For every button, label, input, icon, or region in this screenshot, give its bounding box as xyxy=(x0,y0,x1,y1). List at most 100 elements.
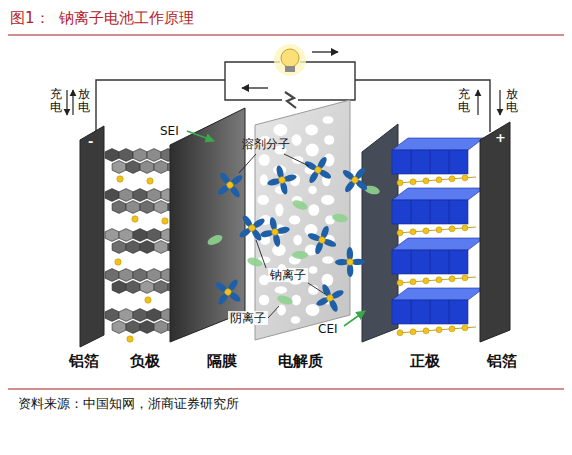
solvated-ion xyxy=(310,278,350,318)
sodium-ion xyxy=(436,177,442,183)
graphite-hexagon xyxy=(133,149,147,162)
sodium-ion xyxy=(117,176,123,182)
solvated-ion xyxy=(209,164,251,206)
part-label: 铝箔 xyxy=(69,352,99,370)
separator-pore xyxy=(305,125,318,136)
sodium-ion xyxy=(410,179,416,185)
graphite-hexagon xyxy=(140,321,154,334)
graphite-hexagon xyxy=(105,269,119,282)
source-note: 资料来源：中国知网，浙商证券研究所 xyxy=(18,396,239,411)
cathode-cell-line xyxy=(411,150,412,174)
solvated-ion xyxy=(264,162,300,198)
solvated-ion xyxy=(231,207,273,249)
graphite-hexagon xyxy=(147,309,161,322)
title-rule xyxy=(8,34,564,35)
sodium-ion xyxy=(449,176,455,182)
graphite-hexagon xyxy=(154,161,168,174)
cathode-cell-line xyxy=(449,250,450,274)
lightning-symbol xyxy=(285,92,296,108)
aluminium-foil xyxy=(80,126,104,347)
graphite-hexagon xyxy=(105,309,119,322)
sodium-ion xyxy=(397,280,403,286)
separator-pore xyxy=(322,274,334,286)
anion xyxy=(291,198,309,211)
separator-pore xyxy=(273,124,287,136)
sodium-ion xyxy=(147,178,153,184)
graphite-hexagon xyxy=(119,229,133,242)
anion xyxy=(292,251,308,259)
separator-pore xyxy=(260,174,268,186)
source-rule xyxy=(8,388,564,389)
sodium-ion xyxy=(326,294,335,303)
cathode-cell-line xyxy=(430,300,431,324)
sodium-ion xyxy=(223,287,232,296)
sei-label: SEI xyxy=(160,124,179,138)
sodium-ion xyxy=(462,175,468,181)
graphite-hexagon xyxy=(112,321,126,334)
solvated-ion xyxy=(207,271,249,313)
charge-label: 充电 xyxy=(50,88,62,114)
aluminium-foil xyxy=(480,122,510,342)
sodium-ion xyxy=(423,278,429,284)
graphite-hexagon xyxy=(126,161,140,174)
leader-line xyxy=(239,154,256,173)
graphite-hexagon xyxy=(126,281,140,294)
sodium-ion xyxy=(462,325,468,331)
sodium-ion xyxy=(462,225,468,231)
cathode-top xyxy=(392,188,484,200)
leader-line xyxy=(344,311,365,326)
graphite-hexagon xyxy=(126,241,140,254)
cathode-cell-line xyxy=(430,150,431,174)
part-label: 电解质 xyxy=(278,352,323,370)
separator-pore xyxy=(323,116,334,124)
anion-label: 阴离子 xyxy=(228,311,268,325)
direction-arrow xyxy=(499,90,500,115)
graphite-hexagon xyxy=(112,201,126,214)
solvated-ion xyxy=(335,247,366,278)
solvent-label: 溶剂分子 xyxy=(242,137,290,151)
direction-arrow xyxy=(66,90,67,115)
graphite-hexagon xyxy=(133,189,147,202)
cathode-top xyxy=(392,138,484,150)
separator-pore xyxy=(322,256,334,263)
solvated-ion xyxy=(334,159,376,201)
separator-pore xyxy=(259,295,270,306)
polarity-sign: + xyxy=(495,130,506,146)
separator-pore xyxy=(291,316,301,324)
graphite-hexagon xyxy=(140,201,154,214)
cathode-top xyxy=(392,238,484,250)
graphite-hexagon xyxy=(140,241,154,254)
sodium-ion xyxy=(313,165,322,174)
sodium-ion xyxy=(410,329,416,335)
leader-line xyxy=(256,240,266,268)
part-label: 铝箔 xyxy=(487,352,517,370)
sodium-ion xyxy=(410,279,416,285)
sodium-ion xyxy=(449,276,455,282)
cathode-front xyxy=(392,300,468,324)
sodium-ion xyxy=(318,236,327,245)
graphite-hexagon xyxy=(105,189,119,202)
separator-plate xyxy=(255,100,350,340)
cathode-cell-line xyxy=(430,250,431,274)
cathode-cell-line xyxy=(449,200,450,224)
cathode-front xyxy=(392,150,468,174)
sodium-ion xyxy=(423,228,429,234)
graphite-hexagon xyxy=(133,269,147,282)
anion xyxy=(332,213,349,223)
separator-pore xyxy=(306,144,319,157)
anion xyxy=(276,294,294,307)
sodium-ion xyxy=(423,328,429,334)
sodium-ion xyxy=(247,223,256,232)
separator-pore xyxy=(275,286,288,293)
separator-pore xyxy=(289,215,300,224)
cathode-cell-line xyxy=(430,200,431,224)
separator-pore xyxy=(321,195,334,205)
cei-label: CEI xyxy=(318,322,338,336)
cathode-cell-line xyxy=(411,300,412,324)
bulb xyxy=(281,49,299,67)
sodium-ion xyxy=(462,275,468,281)
direction-arrow xyxy=(477,90,478,115)
graphite-hexagon xyxy=(119,189,133,202)
cathode-front xyxy=(392,200,468,224)
